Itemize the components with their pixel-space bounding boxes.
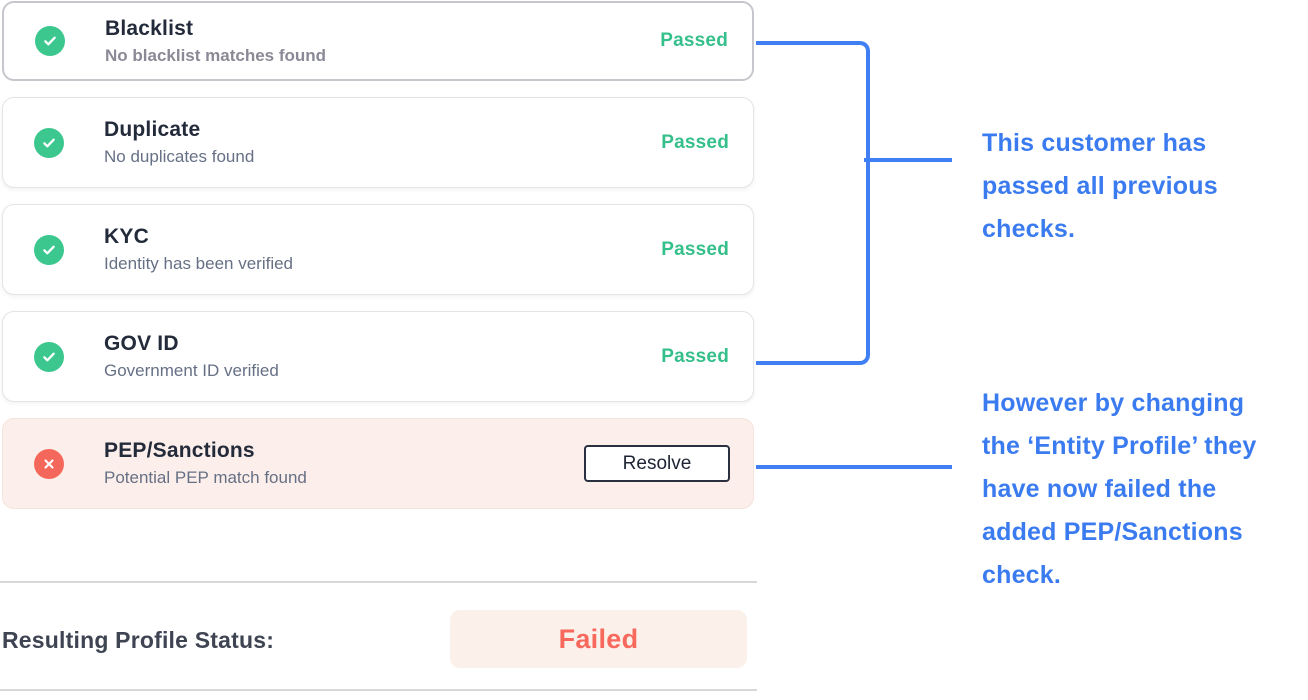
check-card-kyc: KYC Identity has been verified Passed [2,204,754,295]
check-card-duplicate: Duplicate No duplicates found Passed [2,97,754,188]
check-subtitle: Government ID verified [104,361,279,380]
annotation-line: However by changing [982,389,1245,417]
check-title: Blacklist [105,16,194,40]
check-subtitle: No duplicates found [104,147,255,166]
check-card-govid: GOV ID Government ID verified Passed [2,311,754,402]
divider-line [0,689,757,691]
annotation-line: added PEP/Sanctions [982,518,1243,546]
status-badge: Passed [661,345,729,367]
check-icon [35,26,65,56]
check-subtitle: No blacklist matches found [105,45,327,65]
status-badge: Passed [661,238,729,260]
profile-status-badge: Failed [450,610,747,668]
status-badge: Passed [660,30,728,51]
annotation-line: checks. [982,215,1076,243]
connector-pep-line [756,465,952,469]
check-title: Duplicate [104,118,201,141]
check-subtitle: Identity has been verified [104,254,294,273]
check-icon [34,234,64,265]
check-icon [34,127,64,158]
check-icon [34,341,64,372]
resulting-profile-status-label: Resulting Profile Status: [2,627,275,653]
check-title: PEP/Sanctions [104,439,255,462]
check-card-pep-sanctions: PEP/Sanctions Potential PEP match found … [2,418,754,509]
cross-icon [34,448,64,479]
connector-bracket-line [756,41,870,365]
annotation-passed-note: This customer has passed all previous ch… [982,122,1308,251]
annotation-line: check. [982,561,1062,589]
annotation-line: passed all previous [982,172,1218,200]
status-badge: Passed [661,131,729,153]
divider-line [0,581,757,583]
check-title: KYC [104,225,149,248]
annotation-failed-note: However by changing the ‘Entity Profile’… [982,382,1308,597]
annotation-line: the ‘Entity Profile’ they [982,432,1257,460]
annotation-line: have now failed the [982,475,1217,503]
check-title: GOV ID [104,332,179,355]
check-card-blacklist: Blacklist No blacklist matches found Pas… [2,1,754,81]
connector-stub-line [864,158,952,162]
resolve-button[interactable]: Resolve [584,445,730,482]
annotation-line: This customer has [982,129,1207,157]
check-subtitle: Potential PEP match found [104,468,307,487]
